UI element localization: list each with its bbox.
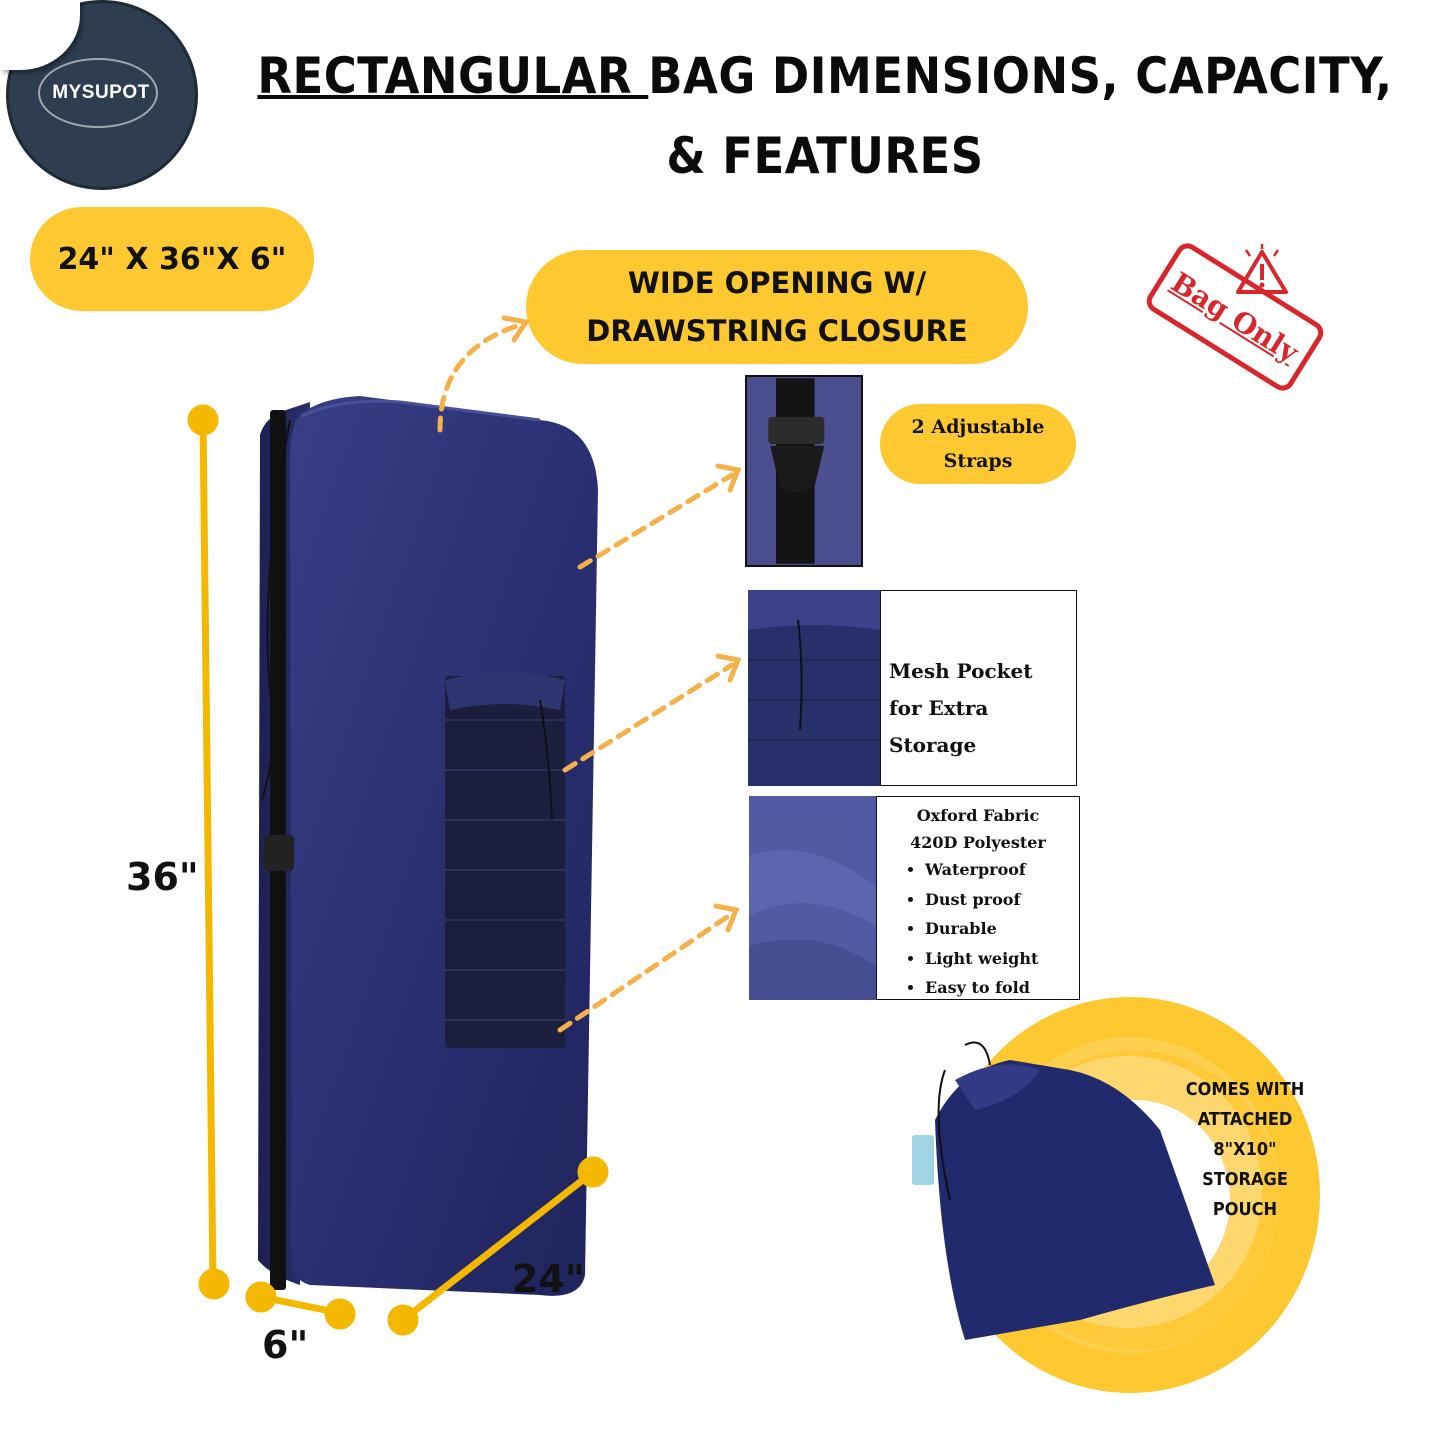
bullet-item: Dust proof bbox=[925, 885, 1079, 915]
mesh-pocket-photo bbox=[748, 590, 880, 786]
dimensions-pill: 24" X 36"X 6" bbox=[30, 207, 314, 311]
straps-pill: 2 Adjustable Straps bbox=[880, 404, 1076, 484]
straps-line1: 2 Adjustable bbox=[911, 416, 1045, 438]
bullet-item: Durable bbox=[925, 914, 1079, 944]
title-rest: BAG DIMENSIONS, CAPACITY, & FEATURES bbox=[648, 47, 1393, 185]
page-title: RECTANGULAR BAG DIMENSIONS, CAPACITY, & … bbox=[250, 36, 1400, 196]
pouch-line: COMES WITH bbox=[1185, 1079, 1305, 1100]
bullet-item: Easy to fold bbox=[925, 973, 1079, 1003]
pouch-line: POUCH bbox=[1212, 1199, 1278, 1220]
warning-icon bbox=[1236, 244, 1288, 294]
opening-line1: WIDE OPENING W/ bbox=[627, 266, 927, 300]
width-label: 24" bbox=[512, 1257, 585, 1301]
height-label: 36" bbox=[126, 855, 199, 899]
pouch-line: STORAGE bbox=[1202, 1169, 1288, 1190]
logo-text: MYSUPOT bbox=[52, 82, 150, 103]
fabric-bullets: Waterproof Dust proof Durable Light weig… bbox=[877, 855, 1079, 1003]
fabric-heading1: Oxford Fabric bbox=[916, 806, 1040, 825]
opening-line2: DRAWSTRING CLOSURE bbox=[586, 314, 968, 348]
fabric-box: Oxford Fabric 420D Polyester Waterproof … bbox=[876, 796, 1080, 1000]
bag-illustration bbox=[258, 396, 598, 1296]
pouch-line: 8"X10" bbox=[1213, 1139, 1277, 1160]
bullet-item: Light weight bbox=[925, 944, 1079, 974]
title-underlined: RECTANGULAR bbox=[257, 47, 649, 105]
mesh-line3: Storage bbox=[889, 733, 977, 757]
mesh-line1: Mesh Pocket bbox=[889, 659, 1033, 683]
opening-pill: WIDE OPENING W/ DRAWSTRING CLOSURE bbox=[526, 250, 1028, 364]
mesh-pocket-box: Mesh Pocket for Extra Storage bbox=[880, 590, 1077, 786]
strap-photo bbox=[745, 375, 863, 567]
straps-line2: Straps bbox=[943, 450, 1013, 472]
fabric-photo bbox=[749, 796, 876, 1000]
logo-swoosh bbox=[38, 58, 158, 128]
storage-pouch-image bbox=[912, 1041, 1215, 1340]
pouch-caption: COMES WITH ATTACHED 8"X10" STORAGE POUCH bbox=[1185, 1075, 1305, 1225]
mesh-line2: for Extra bbox=[889, 696, 989, 720]
bullet-item: Waterproof bbox=[925, 855, 1079, 885]
fabric-heading2: 420D Polyester bbox=[910, 833, 1046, 852]
pouch-line: ATTACHED bbox=[1197, 1109, 1293, 1130]
depth-label: 6" bbox=[262, 1323, 309, 1367]
